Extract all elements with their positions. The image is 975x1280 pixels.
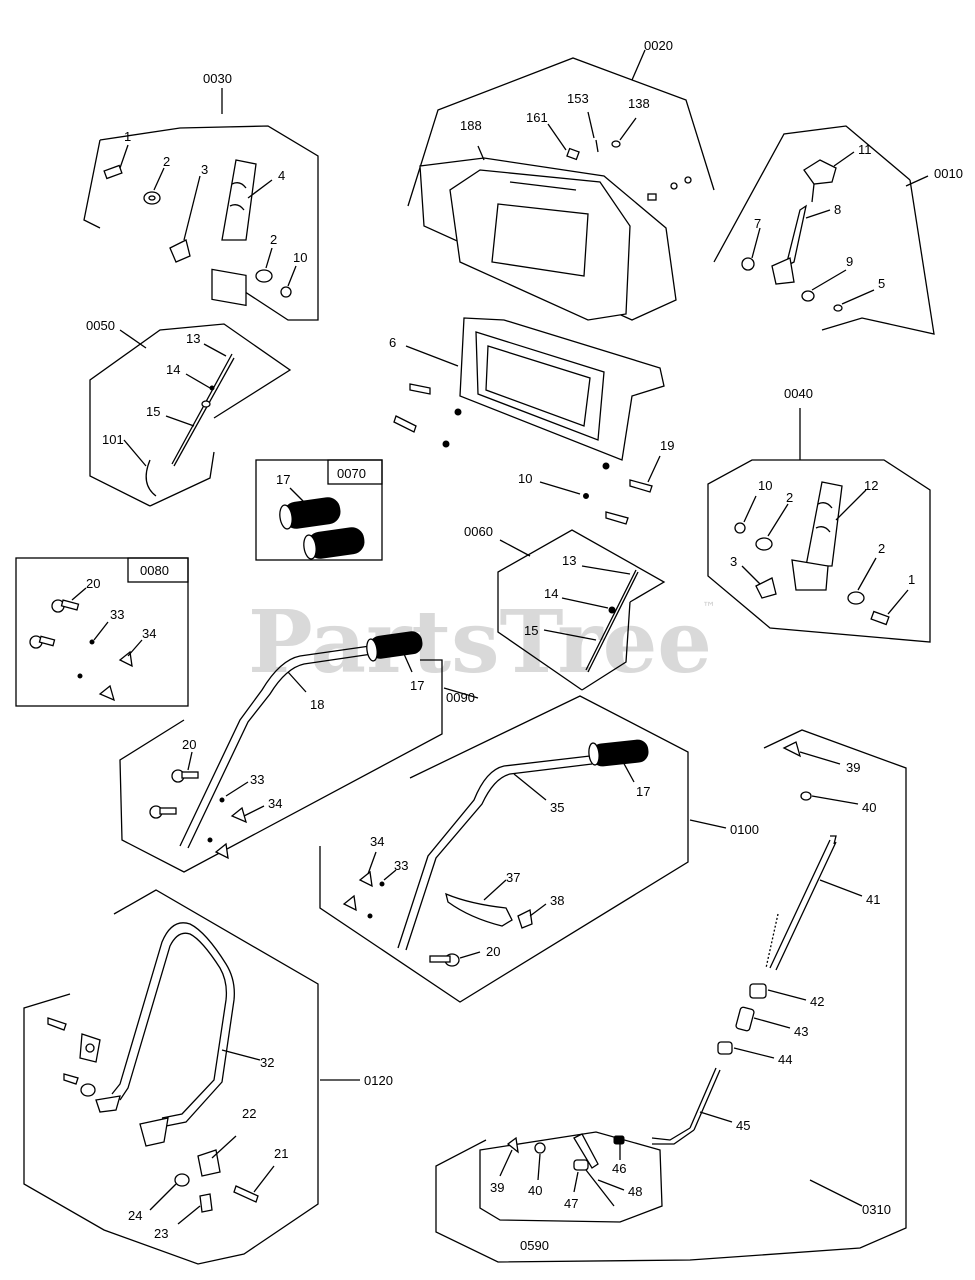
group-0090: 0090 17 18 20 33 34: [119, 631, 479, 873]
group-label-0100: 0100: [730, 822, 759, 837]
callout-20: 20: [86, 576, 100, 591]
callout-7: 7: [754, 216, 761, 231]
callout-40: 40: [862, 800, 876, 815]
group-label-0310: 0310: [862, 1202, 891, 1217]
callout-15: 15: [146, 404, 160, 419]
group-0070: 0070 17: [255, 459, 383, 561]
callout-23: 23: [154, 1226, 168, 1241]
callout-48: 48: [628, 1184, 642, 1199]
callout-18: 18: [310, 697, 324, 712]
callout-188: 188: [460, 118, 482, 133]
callout-12: 12: [864, 478, 878, 493]
callout-17c: 17: [636, 784, 650, 799]
callout-2d: 2: [786, 490, 793, 505]
callout-14b: 14: [544, 586, 558, 601]
group-label-0070: 0070: [337, 466, 366, 481]
callout-19: 19: [660, 438, 674, 453]
group-0050: 0050 13 14 15 101: [86, 318, 292, 507]
callout-35: 35: [550, 800, 564, 815]
watermark: PartsTree: [248, 592, 712, 693]
callout-1: 1: [124, 129, 131, 144]
group-0040: 0040 10 2 12 3 2 1: [707, 386, 931, 643]
group-0080: 0080 20 33 34: [15, 557, 189, 707]
callout-10d: 10: [758, 478, 772, 493]
callout-17a: 17: [276, 472, 290, 487]
callout-45: 45: [736, 1118, 750, 1133]
callout-34c: 34: [370, 834, 384, 849]
callout-33b: 33: [250, 772, 264, 787]
group-0120: 0120 32 22 21 24 23: [23, 889, 393, 1265]
callout-33c: 33: [394, 858, 408, 873]
callout-40b: 40: [528, 1183, 542, 1198]
watermark-tm: ™: [702, 600, 716, 616]
callout-2e: 2: [878, 541, 885, 556]
callout-153: 153: [567, 91, 589, 106]
group-label-0590: 0590: [520, 1238, 549, 1253]
callout-24: 24: [128, 1208, 142, 1223]
callout-6: 6: [389, 335, 396, 350]
group-0310: 0310 39 40 41 42 43 44 45: [435, 729, 907, 1263]
callout-39b: 39: [490, 1180, 504, 1195]
callout-42: 42: [810, 994, 824, 1009]
callout-15b: 15: [524, 623, 538, 638]
callout-13b: 13: [562, 553, 576, 568]
callout-8: 8: [834, 202, 841, 217]
group-label-0060: 0060: [464, 524, 493, 539]
group-label-0050: 0050: [86, 318, 115, 333]
callout-2b: 2: [270, 232, 277, 247]
callout-2: 2: [163, 154, 170, 169]
group-label-0080: 0080: [140, 563, 169, 578]
callout-44: 44: [778, 1052, 792, 1067]
group-label-0040: 0040: [784, 386, 813, 401]
group-0020: 0020 188 161 153 138: [407, 38, 715, 321]
callout-46: 46: [612, 1161, 626, 1176]
callout-14: 14: [166, 362, 180, 377]
callout-161: 161: [526, 110, 548, 125]
callout-3: 3: [201, 162, 208, 177]
callout-34b: 34: [268, 796, 282, 811]
group-0030: 0030 1 2 3 4 2 10: [83, 71, 319, 321]
group-0100: 0100 17 35 34 33 37 38 20: [319, 695, 759, 1003]
callout-9: 9: [846, 254, 853, 269]
callout-22: 22: [242, 1106, 256, 1121]
callout-5: 5: [878, 276, 885, 291]
callout-41: 41: [866, 892, 880, 907]
callout-34: 34: [142, 626, 156, 641]
group-0010: 0010 11 8 7 9 5: [713, 125, 963, 335]
callout-4: 4: [278, 168, 285, 183]
group-label-0010: 0010: [934, 166, 963, 181]
group-center-panel: 6 19 10: [389, 317, 674, 525]
callout-10: 10: [293, 250, 307, 265]
callout-47: 47: [564, 1196, 578, 1211]
callout-33: 33: [110, 607, 124, 622]
group-label-0120: 0120: [364, 1073, 393, 1088]
callout-21: 21: [274, 1146, 288, 1161]
callout-37: 37: [506, 870, 520, 885]
callout-17b: 17: [410, 678, 424, 693]
callout-39: 39: [846, 760, 860, 775]
callout-32: 32: [260, 1055, 274, 1070]
callout-20b: 20: [182, 737, 196, 752]
callout-20c: 20: [486, 944, 500, 959]
callout-11: 11: [858, 142, 872, 157]
group-label-0090: 0090: [446, 690, 475, 705]
callout-138: 138: [628, 96, 650, 111]
callout-13: 13: [186, 331, 200, 346]
group-0590: 0590 46 39 40 47 48: [479, 1131, 663, 1253]
group-label-0030: 0030: [203, 71, 232, 86]
callout-10c: 10: [518, 471, 532, 486]
callout-1d: 1: [908, 572, 915, 587]
group-label-0020: 0020: [644, 38, 673, 53]
callout-38: 38: [550, 893, 564, 908]
callout-43: 43: [794, 1024, 808, 1039]
callout-3d: 3: [730, 554, 737, 569]
group-0060: 0060 13 14 15: [464, 524, 666, 691]
callout-101: 101: [102, 432, 124, 447]
